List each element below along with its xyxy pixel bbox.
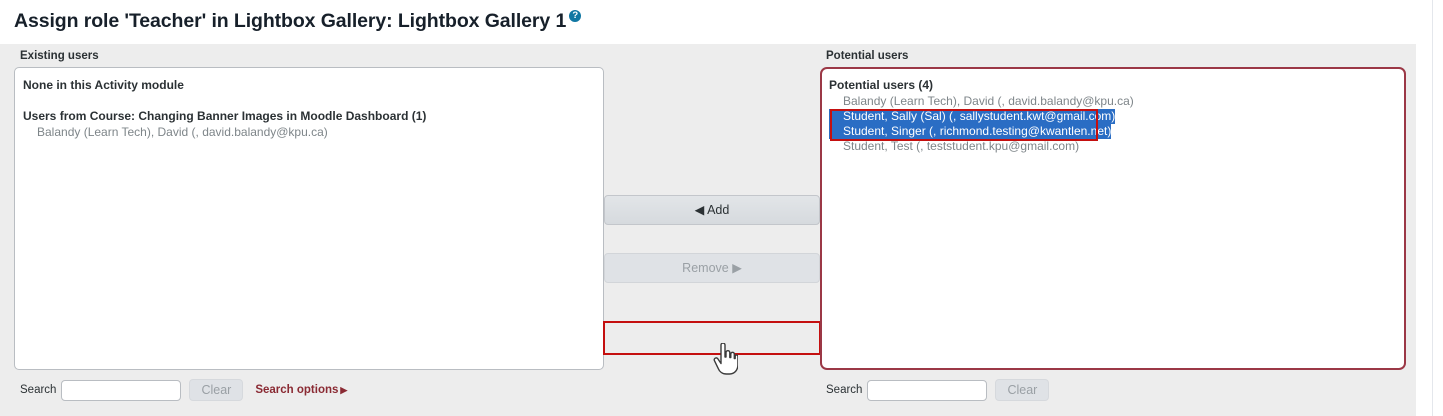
caret-right-icon: ▶ [340,385,348,395]
add-button-highlight [603,321,821,355]
list-item[interactable]: Balandy (Learn Tech), David (, david.bal… [843,94,1134,108]
potential-clear-button: Clear [995,379,1050,401]
help-circle-icon[interactable] [569,9,582,22]
existing-users-listbox[interactable]: None in this Activity module Users from … [14,67,604,370]
list-item[interactable]: Student, Sally (Sal) (, sallystudent.kwt… [829,109,1116,124]
transfer-buttons-column: ◀ Add Remove ▶ [603,44,821,375]
existing-group-label-0: None in this Activity module [23,78,184,92]
potential-users-label: Potential users [826,50,909,62]
list-item[interactable]: Student, Test (, teststudent.kpu@gmail.c… [843,139,1080,153]
page-title-text: Assign role 'Teacher' in Lightbox Galler… [14,10,567,32]
remove-button: Remove ▶ [604,253,820,283]
existing-clear-button[interactable]: Clear [189,379,244,401]
potential-search-label: Search [826,384,863,396]
existing-search-input[interactable] [61,379,182,401]
pointer-hand-cursor [713,343,738,375]
right-edge-divider [1432,0,1433,416]
transfer-button-wrap: ◀ Add Remove ▶ [603,195,821,375]
list-item[interactable]: Student, Singer (, richmond.testing@kwan… [829,124,1112,139]
potential-search-input[interactable] [867,379,988,401]
potential-users-column: Potential users Potential users (4) Bala… [820,44,1406,401]
search-options-toggle[interactable]: Search options▶ [255,384,347,396]
existing-users-label: Existing users [20,50,99,62]
existing-search-row: Search Clear Search options▶ [14,379,604,401]
role-assign-panel: Existing users None in this Activity mod… [0,44,1416,416]
list-item[interactable]: Balandy (Learn Tech), David (, david.bal… [37,125,328,139]
potential-users-listbox[interactable]: Potential users (4) Balandy (Learn Tech)… [820,67,1406,370]
existing-search-label: Search [20,384,57,396]
page-title: Assign role 'Teacher' in Lightbox Galler… [14,9,582,33]
add-button[interactable]: ◀ Add [604,195,820,225]
existing-group-label-1: Users from Course: Changing Banner Image… [23,109,427,123]
potential-search-row: Search Clear [820,379,1406,401]
existing-users-column: Existing users None in this Activity mod… [14,44,604,401]
search-options-label: Search options [255,384,339,396]
potential-group-label: Potential users (4) [829,78,934,92]
